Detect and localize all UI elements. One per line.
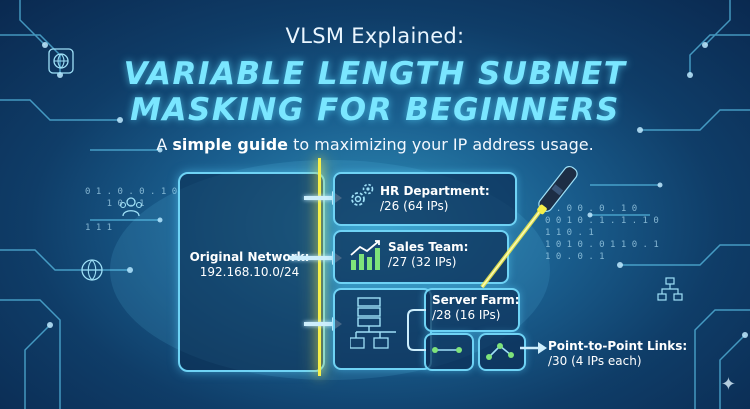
arrow-hr bbox=[304, 191, 342, 205]
subtitle-suffix: to maximizing your IP address usage. bbox=[288, 135, 594, 154]
hr-department-size: /26 (64 IPs) bbox=[380, 199, 449, 213]
server-farm-label: Server Farm: /28 (16 IPs) bbox=[432, 293, 520, 323]
p2p-links-label: Point-to-Point Links: /30 (4 IPs each) bbox=[548, 339, 687, 369]
pen-icon bbox=[480, 165, 578, 289]
original-network-label: Original Network: 192.168.10.0/24 bbox=[178, 250, 321, 280]
title-line1: VLSM Explained: bbox=[285, 24, 465, 48]
bar-chart-icon bbox=[350, 240, 380, 270]
p2p-link-box-1 bbox=[424, 333, 474, 371]
subtitle: A simple guide to maximizing your IP add… bbox=[0, 135, 750, 154]
p2p-link-box-2 bbox=[478, 333, 526, 371]
sales-team-size: /27 (32 IPs) bbox=[388, 255, 457, 269]
p2p-links-size: /30 (4 IPs each) bbox=[548, 354, 642, 368]
sales-team-label: Sales Team: /27 (32 IPs) bbox=[388, 240, 468, 270]
users-icon bbox=[119, 197, 143, 217]
title-line2: VARIABLE LENGTH SUBNET bbox=[123, 56, 627, 92]
title-line3: MASKING FOR BEGINNERS bbox=[130, 92, 620, 128]
bracket-connector bbox=[407, 309, 426, 351]
globe-icon bbox=[81, 259, 103, 281]
original-network-panel bbox=[178, 172, 325, 372]
hr-department-name: HR Department: bbox=[380, 184, 490, 198]
arrow-lower bbox=[304, 317, 342, 331]
sparkle-icon: ✦ bbox=[720, 374, 736, 395]
server-farm-size: /28 (16 IPs) bbox=[432, 308, 501, 322]
server-farm-box bbox=[424, 288, 520, 332]
binary-stream-left: 0 1 . 0 . 0 . 1 0 1 0 . 1 1 1 1 bbox=[85, 187, 178, 233]
link-icon bbox=[486, 343, 514, 360]
subtitle-prefix: A bbox=[156, 135, 173, 154]
hr-department-label: HR Department: /26 (64 IPs) bbox=[380, 184, 490, 214]
server-farm-name: Server Farm: bbox=[432, 293, 520, 307]
arrow-sales bbox=[290, 251, 342, 265]
server-icon bbox=[350, 297, 396, 349]
sales-team-name: Sales Team: bbox=[388, 240, 469, 254]
p2p-arrow bbox=[520, 342, 547, 354]
globe-icon bbox=[48, 48, 74, 74]
network-icon bbox=[657, 277, 683, 301]
link-icon bbox=[432, 347, 462, 353]
original-network-title: Original Network: bbox=[189, 250, 310, 264]
p2p-links-name: Point-to-Point Links: bbox=[548, 339, 688, 353]
original-network-value: 192.168.10.0/24 bbox=[199, 265, 300, 279]
subtitle-bold: simple guide bbox=[172, 135, 289, 154]
gear-icon bbox=[351, 183, 374, 206]
split-line bbox=[318, 158, 321, 376]
